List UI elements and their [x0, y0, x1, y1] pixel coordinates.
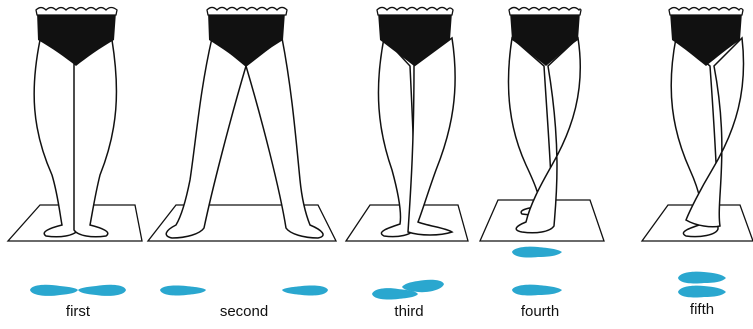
- label-second: second: [220, 303, 268, 320]
- footprint-fifth-top: [678, 272, 726, 284]
- footprint-fourth-front: [512, 247, 562, 258]
- footprint-first-left: [30, 285, 78, 296]
- footprint-first-right: [78, 285, 126, 296]
- footprint-fourth-back: [512, 285, 562, 296]
- label-fourth: fourth: [521, 303, 559, 320]
- waistband-first: [36, 8, 117, 16]
- footprint-second-left: [160, 285, 206, 295]
- figure-fourth: [480, 8, 604, 242]
- footprint-second-right: [282, 285, 328, 295]
- footprint-fifth-bottom: [678, 286, 726, 298]
- footprint-third-right: [402, 280, 444, 292]
- waistband-fifth: [669, 8, 743, 16]
- waistband-fourth: [509, 8, 581, 16]
- label-first: first: [66, 303, 90, 320]
- footprint-diagrams: [30, 247, 726, 300]
- figure-first: [8, 8, 142, 242]
- waistband-second: [207, 8, 287, 16]
- label-fifth: fifth: [690, 301, 714, 318]
- waistband-third: [377, 8, 453, 16]
- figure-second: [148, 8, 336, 242]
- figure-fifth: [642, 8, 753, 242]
- figure-third: [346, 8, 468, 242]
- label-third: third: [394, 303, 423, 320]
